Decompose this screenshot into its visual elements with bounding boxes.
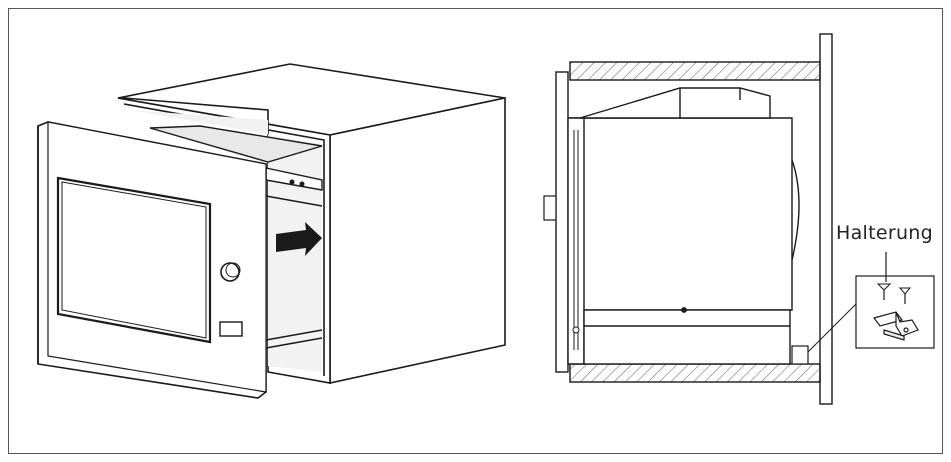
wall-panel: [819, 33, 833, 405]
oven-side: [569, 117, 793, 311]
oven-front-panel: [37, 121, 267, 399]
cabinet-bottom-board: [569, 363, 821, 383]
bracket-detail-inset: [855, 252, 935, 349]
screw-icon: [898, 287, 912, 304]
section-view: [543, 33, 859, 405]
bracket-label: Halterung: [836, 222, 934, 244]
control-button-icon: [219, 321, 243, 337]
oven-body: [149, 125, 323, 349]
control-knob-icon: [220, 262, 240, 282]
bracket-icon: [872, 311, 919, 341]
screw-icon: [876, 283, 892, 300]
door-edge: [555, 71, 569, 373]
cabinet-top-board: [569, 61, 821, 81]
arrow-right-icon: [276, 222, 322, 256]
